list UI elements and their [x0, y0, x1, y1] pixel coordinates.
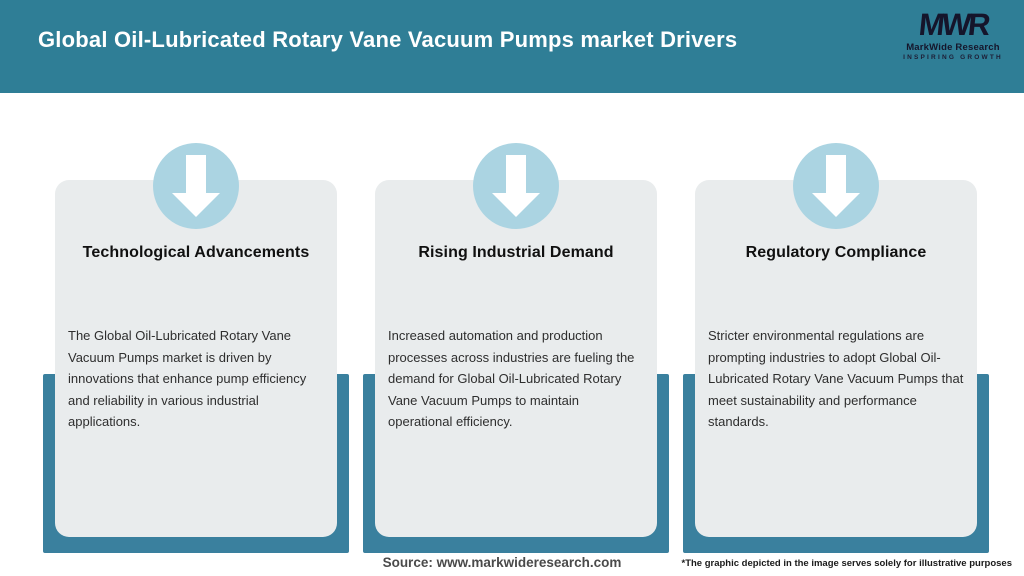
logo-monogram: MWR — [916, 7, 990, 42]
brand-logo: MWR MarkWide Research INSPIRING GROWTH — [898, 7, 1008, 61]
header-bar: Global Oil-Lubricated Rotary Vane Vacuum… — [0, 0, 1024, 93]
disclaimer-text: *The graphic depicted in the image serve… — [681, 558, 1013, 569]
card-description: The Global Oil-Lubricated Rotary Vane Va… — [68, 328, 307, 429]
logo-name: MarkWide Research — [906, 42, 1000, 53]
arrow-badge — [473, 143, 559, 229]
source-text: Source: www.markwideresearch.com — [382, 555, 622, 570]
logo-tagline: INSPIRING GROWTH — [903, 53, 1003, 61]
page-title: Global Oil-Lubricated Rotary Vane Vacuum… — [38, 27, 738, 52]
card-title: Technological Advancements — [82, 244, 310, 261]
driver-column-technological-advancements: Technological Advancements The Global Oi… — [43, 143, 349, 555]
card-title: Rising Industrial Demand — [418, 244, 614, 261]
card-description: Increased automation and production proc… — [388, 328, 635, 429]
card-title: Regulatory Compliance — [745, 244, 927, 261]
down-arrow-icon — [172, 155, 220, 217]
driver-card: Regulatory Compliance Stricter environme… — [695, 180, 977, 537]
driver-card: Technological Advancements The Global Oi… — [55, 180, 337, 537]
driver-column-rising-industrial-demand: Rising Industrial Demand Increased autom… — [363, 143, 669, 555]
down-arrow-icon — [492, 155, 540, 217]
arrow-badge — [153, 143, 239, 229]
arrow-badge — [793, 143, 879, 229]
card-description: Stricter environmental regulations are p… — [708, 328, 964, 429]
down-arrow-icon — [812, 155, 860, 217]
driver-column-regulatory-compliance: Regulatory Compliance Stricter environme… — [683, 143, 989, 555]
driver-card: Rising Industrial Demand Increased autom… — [375, 180, 657, 537]
